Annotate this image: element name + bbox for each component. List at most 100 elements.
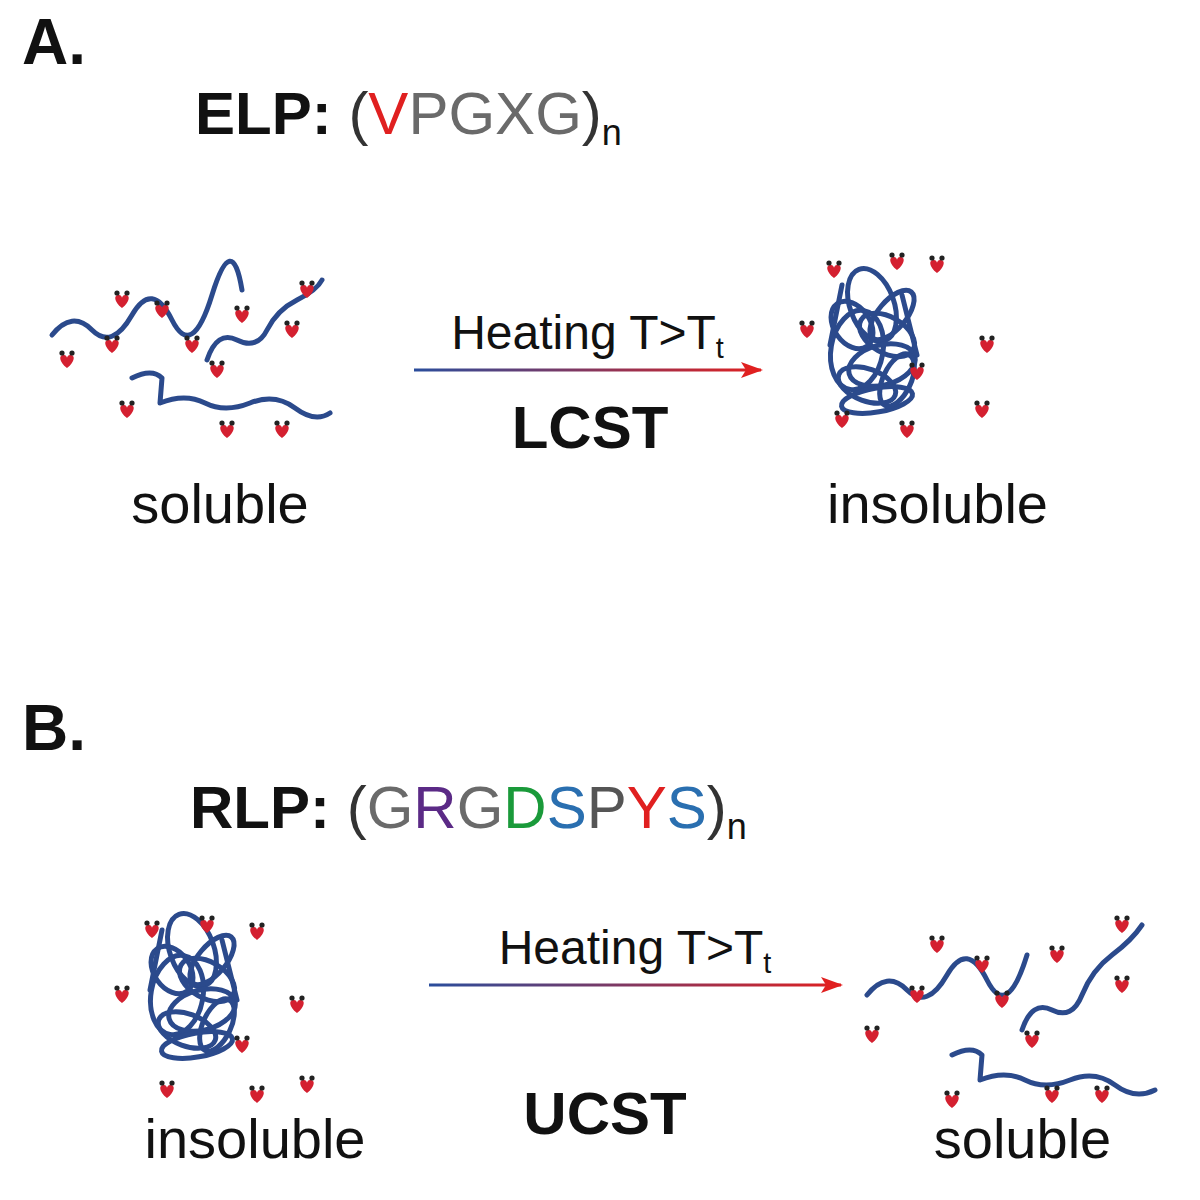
arrow-label: Heating T>Tt: [447, 304, 728, 362]
glyph: Y: [627, 774, 667, 841]
water-molecule: [284, 320, 299, 338]
water-molecule: [299, 1075, 314, 1093]
water-molecule: [59, 350, 74, 368]
glyph: n: [602, 112, 622, 153]
sequence-formula: RLP: (GRGDSPYS)n: [190, 772, 747, 844]
glyph: n: [611, 921, 638, 974]
water-molecule: [899, 420, 914, 438]
water-molecule: [1094, 1085, 1109, 1103]
water-molecule: [1044, 1085, 1059, 1103]
water-molecule: [944, 1090, 959, 1108]
state-illustration: [767, 250, 1092, 472]
water-molecule: [299, 280, 314, 298]
glyph: X: [495, 80, 535, 147]
water-molecule: [114, 290, 129, 308]
glyph: t: [539, 306, 552, 359]
glyph: E: [195, 80, 235, 147]
collapsed-chain: [142, 907, 242, 1063]
water-molecule: [1024, 1030, 1039, 1048]
heating-arrow: [414, 369, 761, 372]
water-molecule: [114, 985, 129, 1003]
water-molecule: [974, 955, 989, 973]
glyph: n: [727, 806, 747, 847]
extended-chain: [207, 280, 322, 360]
water-molecule: [929, 935, 944, 953]
panel-letter: A.: [22, 4, 86, 81]
glyph: P: [272, 80, 312, 147]
glyph: :: [310, 774, 330, 841]
glyph: >: [658, 306, 686, 359]
glyph: (: [347, 774, 367, 841]
extended-chain: [867, 955, 1027, 997]
water-molecule: [909, 985, 924, 1003]
insoluble-state: insoluble: [87, 885, 423, 1200]
water-molecule: [974, 400, 989, 418]
water-molecule: [104, 335, 119, 353]
water-molecule: [799, 320, 814, 338]
glyph: P: [408, 80, 448, 147]
glyph: t: [587, 921, 600, 974]
glyph: t: [763, 947, 771, 979]
glyph: ): [582, 80, 602, 147]
water-molecule: [1114, 975, 1129, 993]
glyph: [332, 80, 349, 147]
water-molecule: [249, 922, 264, 940]
state-illustration: [32, 250, 392, 472]
glyph: T: [677, 921, 706, 974]
glyph: a: [560, 921, 587, 974]
glyph: (: [348, 80, 368, 147]
glyph: T: [734, 921, 763, 974]
state-label: soluble: [847, 1107, 1198, 1171]
glyph: D: [503, 774, 546, 841]
glyph: P: [587, 774, 627, 841]
glyph: a: [513, 306, 540, 359]
water-molecule: [154, 300, 169, 318]
water-molecule: [144, 920, 159, 938]
glyph: L: [233, 774, 270, 841]
water-molecule: [274, 420, 289, 438]
glyph: [664, 921, 676, 974]
glyph: i: [553, 306, 564, 359]
water-molecule: [979, 335, 994, 353]
water-molecule: [209, 360, 224, 378]
glyph: e: [533, 921, 560, 974]
water-molecule: [199, 915, 214, 933]
water-molecule: [1114, 915, 1129, 933]
water-molecule: [889, 252, 904, 270]
collapsed-chain: [822, 262, 922, 418]
glyph: S: [667, 774, 707, 841]
water-molecule: [159, 1080, 174, 1098]
water-molecule: [909, 362, 924, 380]
water-molecule: [929, 255, 944, 273]
extended-chain: [1022, 925, 1142, 1030]
soluble-state: soluble: [32, 250, 408, 762]
insoluble-state: insoluble: [767, 250, 1108, 762]
state-label: soluble: [32, 472, 408, 536]
state-label: insoluble: [767, 472, 1108, 536]
glyph: G: [457, 774, 504, 841]
glyph: :: [312, 80, 332, 147]
water-molecule: [289, 995, 304, 1013]
glyph: P: [270, 774, 310, 841]
glyph: >: [706, 921, 734, 974]
glyph: n: [563, 306, 590, 359]
glyph: G: [535, 80, 582, 147]
glyph: [330, 774, 347, 841]
extended-chain: [952, 1050, 1155, 1094]
water-molecule: [834, 410, 849, 428]
glyph: [617, 306, 629, 359]
water-molecule: [249, 1085, 264, 1103]
water-molecule: [234, 305, 249, 323]
water-molecule: [864, 1025, 879, 1043]
state-illustration: [87, 885, 407, 1107]
arrow-label: Heating T>Tt: [495, 919, 776, 977]
glyph: V: [368, 80, 408, 147]
glyph: R: [413, 774, 456, 841]
sequence-formula: ELP: (VPGXG)n: [195, 78, 622, 150]
glyph: T: [629, 306, 658, 359]
glyph: e: [486, 306, 513, 359]
glyph: H: [451, 306, 486, 359]
glyph: G: [367, 774, 414, 841]
